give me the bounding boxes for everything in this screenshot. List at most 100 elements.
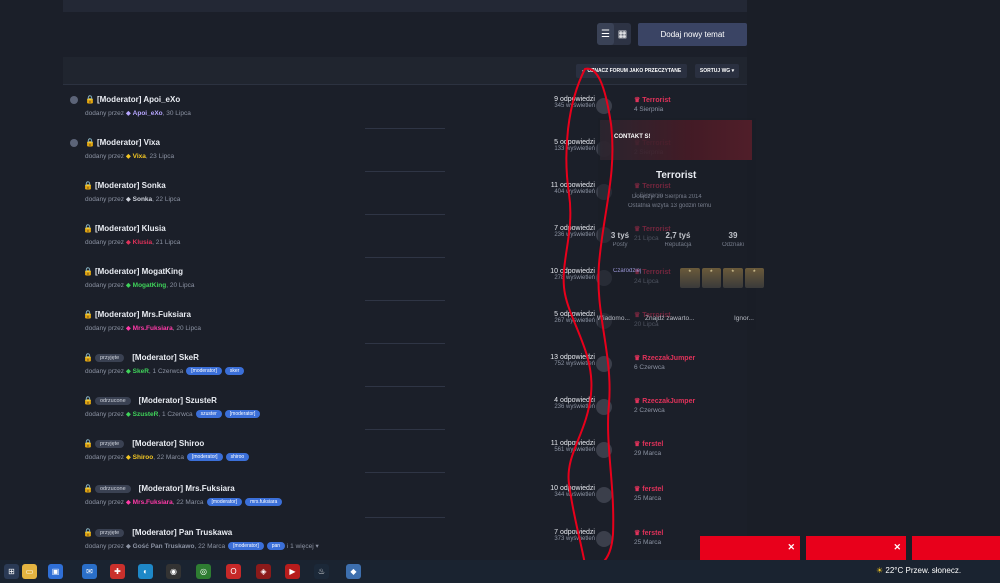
grid-view-icon[interactable]: ▦ bbox=[617, 28, 628, 40]
last-post-user[interactable]: ferstel bbox=[642, 530, 664, 537]
reply-count: 10 odpowiedzi bbox=[550, 268, 595, 275]
topic-title[interactable]: 🔒odrzucone[Moderator] Mrs.Fuksiara bbox=[83, 484, 235, 493]
topic-title[interactable]: 🔒przyjęte[Moderator] Pan Truskawa bbox=[83, 528, 233, 537]
last-post-date: 29 Marca bbox=[634, 450, 662, 457]
video-icon[interactable]: ▶ bbox=[285, 564, 300, 579]
lock-icon: 🔒 bbox=[83, 267, 93, 276]
topic-row[interactable]: 🔒odrzucone[Moderator] Mrs.Fuksiara dodan… bbox=[63, 477, 747, 520]
last-post-user[interactable]: ferstel bbox=[642, 486, 664, 493]
profile-find-content-button[interactable]: Znajdź zawarto... bbox=[645, 315, 695, 322]
topic-title[interactable]: 🔒odrzucone[Moderator] SzusteR bbox=[83, 396, 217, 405]
topic-tag[interactable]: mrs.fuksiara bbox=[245, 498, 283, 507]
last-post: ♛RzeczakJumper 2 Czerwca bbox=[634, 397, 695, 414]
topic-author[interactable]: Mrs.Fuksiara bbox=[132, 325, 173, 332]
topic-date: 21 Lipca bbox=[155, 239, 181, 246]
topic-author[interactable]: Vixa bbox=[132, 153, 146, 160]
view-toggle[interactable]: ☰ ▦ bbox=[597, 23, 631, 45]
topic-author[interactable]: Sonka bbox=[132, 196, 153, 203]
topic-author[interactable]: MogatKing bbox=[132, 282, 167, 289]
topic-tag[interactable]: szuster bbox=[195, 410, 222, 419]
profile-message-button[interactable]: Wiadomo... bbox=[597, 315, 630, 322]
last-post-date: 2 Czerwca bbox=[634, 407, 665, 414]
topic-prefix-badge[interactable]: odrzucone bbox=[94, 396, 131, 405]
notification-popup[interactable] bbox=[912, 536, 1000, 560]
topic-tag[interactable]: [moderator] bbox=[224, 410, 261, 419]
sort-button[interactable]: SORTUJ WG ▾ bbox=[695, 64, 739, 78]
last-post-date: 25 Marca bbox=[634, 495, 662, 502]
topic-title[interactable]: 🔒przyjęte[Moderator] SkeR bbox=[83, 353, 199, 362]
topic-author[interactable]: SzusteR bbox=[132, 411, 159, 418]
notification-popup[interactable]: ✕ bbox=[700, 536, 800, 560]
more-tags[interactable]: i 1 więcej bbox=[286, 543, 314, 550]
notification-popup[interactable]: ✕ bbox=[806, 536, 906, 560]
topic-title[interactable]: 🔒[Moderator] Mrs.Fuksiara bbox=[83, 310, 191, 319]
list-view-icon[interactable]: ☰ bbox=[597, 23, 614, 45]
reply-count: 13 odpowiedzi bbox=[550, 354, 595, 361]
topic-author[interactable]: Shiroo bbox=[132, 454, 154, 461]
start-icon[interactable]: ⊞ bbox=[4, 564, 19, 579]
user-icon: ◆ bbox=[125, 239, 131, 246]
topic-tag[interactable]: [moderator] bbox=[186, 453, 223, 462]
topic-prefix-badge[interactable]: przyjęte bbox=[94, 528, 125, 537]
topic-title[interactable]: 🔒[Moderator] Klusia bbox=[83, 224, 166, 233]
edge-icon[interactable]: ◐ bbox=[138, 564, 153, 579]
topic-row[interactable]: 🔒przyjęte[Moderator] Shiroo dodany przez… bbox=[63, 432, 747, 475]
app-icon[interactable]: ◈ bbox=[256, 564, 271, 579]
view-count: 278 wyświetleń bbox=[554, 275, 595, 281]
topic-tag[interactable]: [moderator] bbox=[206, 498, 243, 507]
last-post-user[interactable]: RzeczakJumper bbox=[642, 398, 696, 405]
topic-title[interactable]: 🔒[Moderator] Sonka bbox=[83, 181, 166, 190]
topic-author[interactable]: Mrs.Fuksiara bbox=[132, 499, 173, 506]
topic-prefix-badge[interactable]: przyjęte bbox=[94, 353, 125, 362]
row-divider bbox=[365, 257, 445, 258]
topic-tag[interactable]: shiroo bbox=[225, 453, 250, 462]
topic-tag[interactable]: [moderator] bbox=[186, 367, 222, 376]
topic-date: 23 Lipca bbox=[149, 153, 175, 160]
lock-icon: 🔒 bbox=[83, 439, 93, 448]
crown-icon: ♛ bbox=[634, 530, 641, 537]
store-icon[interactable]: ▣ bbox=[48, 564, 63, 579]
topic-meta: dodany przez ◆ Gość Pan Truskawo, 22 Mar… bbox=[85, 542, 319, 551]
close-icon[interactable]: ✕ bbox=[787, 542, 795, 552]
top-header-strip bbox=[63, 0, 747, 12]
topic-meta: dodany przez ◆ Mrs.Fuksiara, 22 Marca[mo… bbox=[85, 498, 283, 507]
topic-tag[interactable]: [moderator] bbox=[228, 542, 264, 551]
file-explorer-icon[interactable]: ▭ bbox=[22, 564, 37, 579]
opera-icon[interactable]: O bbox=[226, 564, 241, 579]
topic-row[interactable]: 🔒odrzucone[Moderator] SzusteR dodany prz… bbox=[63, 389, 747, 432]
chrome-icon[interactable]: ◎ bbox=[196, 564, 211, 579]
mail-icon[interactable]: ✉ bbox=[82, 564, 97, 579]
topic-author[interactable]: Apoi_eXo bbox=[132, 110, 163, 117]
topic-title[interactable]: 🔒[Moderator] Vixa bbox=[85, 138, 160, 147]
topic-author[interactable]: Gość Pan Truskawo bbox=[132, 543, 195, 550]
close-icon[interactable]: ✕ bbox=[893, 542, 901, 552]
profile-ignore-button[interactable]: Ignor... bbox=[734, 315, 754, 322]
topic-row[interactable]: 🔒przyjęte[Moderator] SkeR dodany przez ◆… bbox=[63, 346, 747, 389]
topic-row[interactable]: 🔒przyjęte[Moderator] Pan Truskawa dodany… bbox=[63, 521, 747, 564]
last-post-date: 4 Sierpnia bbox=[634, 106, 664, 113]
topic-stats: 4 odpowiedzi 236 wyświetleń bbox=[554, 397, 595, 410]
app-icon[interactable]: ◆ bbox=[346, 564, 361, 579]
profile-name[interactable]: Terrorist bbox=[656, 170, 697, 181]
last-post-user[interactable]: RzeczakJumper bbox=[642, 355, 696, 362]
avatar[interactable] bbox=[596, 531, 612, 547]
view-count: 236 wyświetleń bbox=[554, 232, 595, 238]
topic-title[interactable]: 🔒przyjęte[Moderator] Shiroo bbox=[83, 439, 205, 448]
last-post-user[interactable]: Terrorist bbox=[642, 97, 671, 104]
topic-tag[interactable]: sker bbox=[224, 367, 245, 376]
topic-meta: dodany przez ◆ Vixa, 23 Lipca bbox=[85, 153, 175, 160]
last-post-user[interactable]: ferstel bbox=[642, 441, 664, 448]
topic-prefix-badge[interactable]: odrzucone bbox=[94, 484, 131, 493]
avatar[interactable] bbox=[596, 487, 612, 503]
topic-title[interactable]: 🔒[Moderator] MogatKing bbox=[83, 267, 183, 276]
gift-icon[interactable]: ✚ bbox=[110, 564, 125, 579]
topic-prefix-badge[interactable]: przyjęte bbox=[94, 439, 125, 448]
topic-tag[interactable]: pan bbox=[266, 542, 286, 551]
topic-author[interactable]: Klusia bbox=[132, 239, 153, 246]
topic-title[interactable]: 🔒[Moderator] Apoi_eXo bbox=[85, 95, 181, 104]
topic-author[interactable]: SkeR bbox=[132, 368, 149, 375]
weather-widget[interactable]: ☀ 22°C Przew. słonecz. bbox=[876, 566, 961, 575]
app-icon[interactable]: ◉ bbox=[166, 564, 181, 579]
new-topic-button[interactable]: Dodaj nowy temat bbox=[638, 23, 747, 46]
steam-icon[interactable]: ♨ bbox=[314, 564, 329, 579]
